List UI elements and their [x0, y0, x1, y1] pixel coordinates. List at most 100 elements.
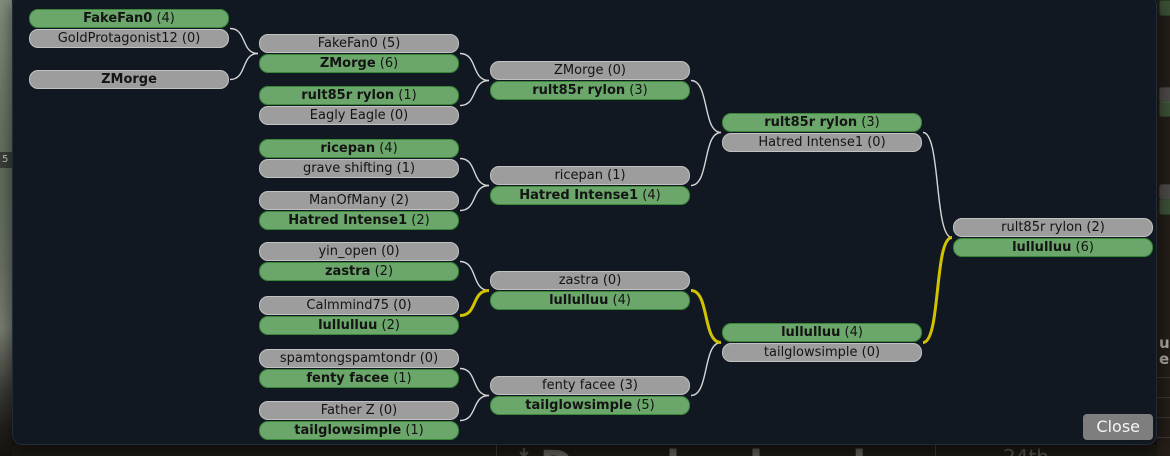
player-score: (0)	[385, 108, 409, 123]
player-score: (4)	[375, 141, 398, 156]
connector-line	[459, 394, 490, 422]
player-pill[interactable]: rult85r rylon (2)	[953, 218, 1153, 237]
player-pill[interactable]: ricepan (4)	[259, 139, 459, 158]
bracket-connectors	[229, 27, 953, 422]
player-pill[interactable]: ricepan (1)	[490, 166, 690, 185]
player-score: (6)	[1071, 240, 1094, 255]
background-pill-fragment	[1159, 101, 1170, 117]
player-pill[interactable]: lullulluu (4)	[490, 291, 690, 310]
player-score: (4)	[840, 325, 863, 340]
download-replay-label: Download replay	[540, 446, 918, 456]
player-name: ZMorge	[554, 63, 604, 78]
connector-line	[459, 260, 490, 292]
player-pill[interactable]: zastra (0)	[490, 271, 690, 290]
player-name: lullulluu	[781, 325, 841, 340]
player-pill[interactable]: spamtongspamtondr (0)	[259, 349, 459, 368]
player-name: fenty facee	[542, 378, 616, 393]
download-icon	[515, 447, 533, 456]
connector-line	[459, 79, 490, 107]
player-pill[interactable]: rult85r rylon (3)	[722, 113, 922, 132]
placement-label: 24th	[1003, 447, 1049, 456]
player-pill[interactable]: ZMorge (0)	[490, 61, 690, 80]
player-score: (4)	[152, 11, 175, 26]
player-name: ZMorge	[101, 72, 157, 87]
player-name: FakeFan0	[83, 11, 153, 26]
player-score: (2)	[386, 193, 409, 208]
player-name: grave shifting	[302, 161, 393, 176]
player-pill[interactable]: fenty facee (3)	[490, 376, 690, 395]
player-name: zastra	[558, 273, 599, 288]
connector-line	[459, 52, 490, 82]
player-pill[interactable]: ManOfMany (2)	[259, 191, 459, 210]
player-pill[interactable]: ZMorge	[29, 70, 229, 89]
player-score: (1)	[392, 161, 416, 176]
player-pill[interactable]: Hatred Intense1 (2)	[259, 211, 459, 230]
background-text-fragment: u	[1159, 334, 1170, 352]
player-score: (0)	[177, 31, 201, 46]
player-name: Eagly Eagle	[309, 108, 386, 123]
divider	[1157, 417, 1170, 418]
player-pill[interactable]: GoldProtagonist12 (0)	[29, 29, 229, 48]
player-pill[interactable]: ZMorge (6)	[259, 54, 459, 73]
player-name: yin_open	[318, 244, 377, 259]
divider	[1157, 397, 1170, 398]
player-pill[interactable]: Father Z (0)	[259, 401, 459, 420]
player-score: (0)	[415, 351, 439, 366]
player-name: fenty facee	[306, 371, 390, 386]
connector-line	[459, 289, 490, 317]
player-pill[interactable]: tailglowsimple (0)	[722, 343, 922, 362]
player-score: (0)	[389, 298, 412, 313]
player-score: (0)	[603, 63, 626, 78]
player-pill[interactable]: tailglowsimple (1)	[259, 421, 459, 440]
player-pill[interactable]: Eagly Eagle (0)	[259, 106, 459, 125]
player-name: ricepan	[320, 141, 376, 156]
player-score: (3)	[615, 378, 638, 393]
player-pill[interactable]: rult85r rylon (1)	[259, 86, 459, 105]
player-name: rult85r rylon	[301, 88, 395, 103]
player-pill[interactable]: FakeFan0 (4)	[29, 9, 229, 28]
player-pill[interactable]: zastra (2)	[259, 262, 459, 281]
player-score: (0)	[376, 244, 400, 259]
player-score: (2)	[370, 264, 394, 279]
player-name: rult85r rylon	[532, 83, 626, 98]
player-pill[interactable]: tailglowsimple (5)	[490, 396, 690, 415]
player-score: (1)	[394, 88, 417, 103]
player-pill[interactable]: lullulluu (4)	[722, 323, 922, 342]
player-score: (1)	[603, 168, 626, 183]
player-score: (2)	[1082, 220, 1105, 235]
player-score: (5)	[632, 398, 655, 413]
divider	[496, 445, 497, 456]
player-score: (1)	[401, 423, 424, 438]
close-button[interactable]: Close	[1083, 414, 1153, 440]
player-name: rult85r rylon	[764, 115, 858, 130]
player-pill[interactable]: rult85r rylon (3)	[490, 81, 690, 100]
background-text-fragment: er	[1159, 350, 1170, 368]
player-name: ManOfMany	[309, 193, 387, 208]
player-pill[interactable]: lullulluu (6)	[953, 238, 1153, 257]
player-pill[interactable]: fenty facee (1)	[259, 369, 459, 388]
divider	[1157, 437, 1170, 438]
player-pill[interactable]: Hatred Intense1 (4)	[490, 186, 690, 205]
player-name: lullulluu	[549, 293, 609, 308]
player-score: (5)	[377, 36, 401, 51]
player-pill[interactable]: yin_open (0)	[259, 242, 459, 261]
player-name: GoldProtagonist12	[57, 31, 178, 46]
player-pill[interactable]: grave shifting (1)	[259, 159, 459, 178]
player-pill[interactable]: FakeFan0 (5)	[259, 34, 459, 53]
player-name: tailglowsimple	[294, 423, 402, 438]
divider	[1157, 377, 1170, 378]
background-page-right-sliver: u er	[1157, 0, 1170, 456]
connector-line	[690, 79, 722, 134]
player-pill[interactable]: lullulluu (2)	[259, 316, 459, 335]
player-name: spamtongspamtondr	[279, 351, 416, 366]
player-score: (2)	[407, 213, 430, 228]
connector-line	[459, 157, 490, 187]
background-pill-fragment	[1159, 0, 1170, 16]
player-pill[interactable]: Calmmind75 (0)	[259, 296, 459, 315]
player-score: (0)	[598, 273, 622, 288]
player-score: (0)	[857, 345, 881, 360]
player-score: (0)	[374, 403, 398, 418]
connector-line	[459, 367, 490, 397]
player-pill[interactable]: Hatred Intense1 (0)	[722, 133, 922, 152]
player-score: (3)	[857, 115, 880, 130]
